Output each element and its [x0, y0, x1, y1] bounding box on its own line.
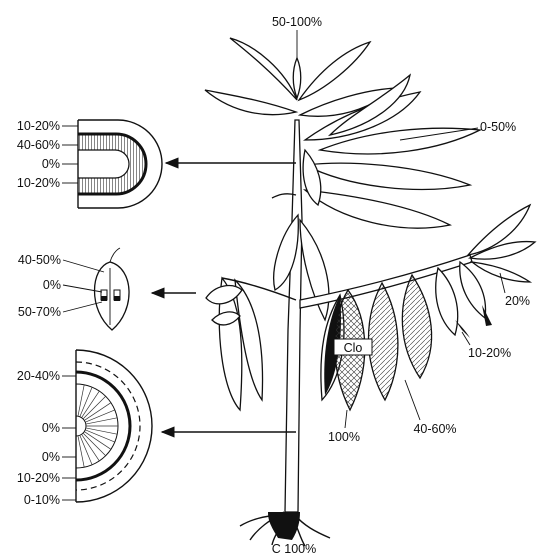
top-bud [293, 58, 301, 98]
cross-section-top: 10-20% 40-60% 0% 10-20% [17, 119, 162, 208]
right-tip-label: 20% [505, 294, 530, 308]
root-label: C 100% [272, 542, 316, 556]
cross-section-mid: 40-50% 0% 50-70% [18, 248, 129, 330]
leaf-tag-label: Clo [344, 341, 363, 355]
top-section-label-3: 0% [42, 157, 60, 171]
bottom-section-label-3: 0% [42, 450, 60, 464]
bottom-section-label-4: 10-20% [17, 471, 60, 485]
mid-section-label-2: 0% [43, 278, 61, 292]
main-stem [285, 120, 302, 512]
bottom-section-label-1: 20-40% [17, 369, 60, 383]
bottom-section-label-2: 0% [42, 421, 60, 435]
mid-section-label-1: 40-50% [18, 253, 61, 267]
top-section-label-1: 10-20% [17, 119, 60, 133]
cross-section-bottom: 20-40% 0% 0% 10-20% 0-10% [17, 350, 152, 507]
roots [240, 512, 330, 546]
top-section-label-2: 40-60% [17, 138, 60, 152]
leaf-a-label: 100% [328, 430, 360, 444]
mid-section-label-3: 50-70% [18, 305, 61, 319]
right-mid-label: 10-20% [468, 346, 511, 360]
leaf-b-label: 40-60% [413, 422, 456, 436]
top-section-label-4: 10-20% [17, 176, 60, 190]
upper-right-label: 0-50% [480, 120, 516, 134]
top-bud-label: 50-100% [272, 15, 322, 29]
plant: Clo [205, 38, 535, 546]
bottom-section-label-5: 0-10% [24, 493, 60, 507]
